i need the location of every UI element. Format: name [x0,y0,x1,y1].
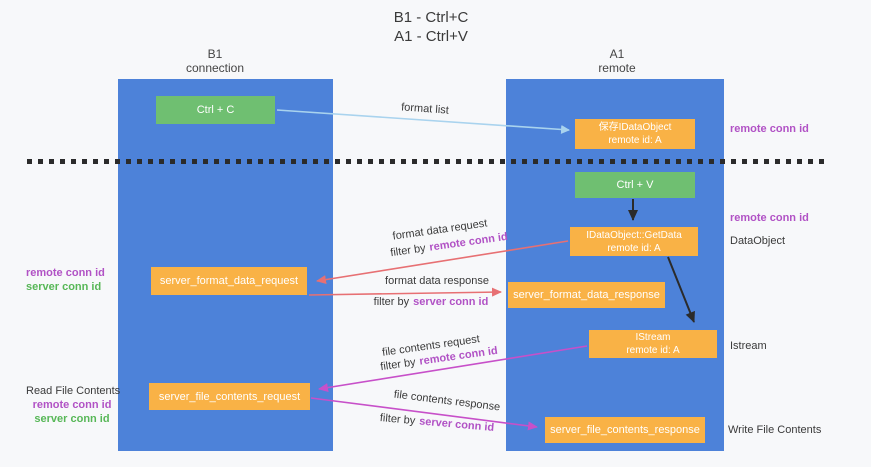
diagram-title: B1 - Ctrl+C A1 - Ctrl+V [0,8,862,46]
server-conn-id-annotation-bottom: server conn id [34,413,110,425]
getdata-line2: remote id: A [607,242,661,254]
save-idataobject-line2: remote id: A [608,135,662,146]
server-conn-id-annotation-left: server conn id [26,281,102,293]
ctrl-v-label: Ctrl + V [616,179,654,191]
server-file-contents-response-node: server_file_contents_response [545,417,705,443]
title-line-2: A1 - Ctrl+V [394,28,468,45]
lane-b1-name: B1 [207,47,223,61]
remote-conn-id-annotation-top: remote conn id [730,123,809,135]
left-conn-id-annotation: remote conn id server conn id [26,266,105,294]
server-format-data-request-node: server_format_data_request [151,267,307,295]
filter-by-text: filter by [373,296,410,308]
server-file-contents-request-label: server_file_contents_request [158,390,301,403]
lane-b1-subtitle: connection [185,61,245,75]
ctrl-c-node: Ctrl + C [156,96,275,124]
server-conn-id-inline: server conn id [413,296,489,308]
lane-a1-subtitle: remote [598,61,636,75]
remote-conn-id-annotation-bottom: remote conn id [32,399,112,411]
server-file-contents-request-node: server_file_contents_request [149,383,310,410]
filter-by-text: filter by [379,412,416,428]
server-file-contents-response-label: server_file_contents_response [550,424,700,436]
write-file-contents-annotation: Write File Contents [728,424,822,436]
idataobject-getdata-node: IDataObject::GetData remote id: A [570,227,698,256]
getdata-line1: IDataObject::GetData [586,229,682,241]
filter-by-text: filter by [389,242,427,260]
format-data-response-arrow-label: format data response [385,275,489,287]
remote-conn-id-annotation-left: remote conn id [26,267,105,279]
dataobject-annotation: DataObject [730,235,786,247]
server-format-data-response-node: server_format_data_response [508,282,665,308]
machine-boundary-dashed-line [27,159,830,164]
save-idataobject-line1: 保存IDataObject [598,122,672,133]
format-list-arrow-label: format list [400,101,450,117]
server-conn-id-inline: server conn id [418,415,495,434]
read-file-contents-annotation: Read File Contents [26,385,121,397]
istream-line2: remote id: A [626,345,680,356]
server-format-data-request-label: server_format_data_request [159,275,299,287]
lane-header-b1: B1 connection [145,47,285,75]
server-format-data-response-label: server_format_data_response [513,289,660,301]
ctrl-v-node: Ctrl + V [575,172,695,198]
file-contents-response-arrow-label: file contents response [393,388,501,414]
filter-by-text: filter by [379,356,417,374]
save-idataobject-node: 保存IDataObject remote id: A [575,119,695,149]
lane-header-a1: A1 remote [547,47,687,75]
remote-conn-id-annotation-mid: remote conn id [730,212,809,224]
read-file-contents-annotation-block: Read File Contents remote conn id server… [26,384,121,426]
istream-annotation: Istream [730,340,767,352]
format-data-response-arrow [308,287,502,297]
lane-a1-name: A1 [609,47,625,61]
ctrl-c-label: Ctrl + C [196,104,235,116]
istream-line1: IStream [635,332,671,343]
istream-node: IStream remote id: A [589,330,717,358]
title-line-1: B1 - Ctrl+C [393,9,469,26]
